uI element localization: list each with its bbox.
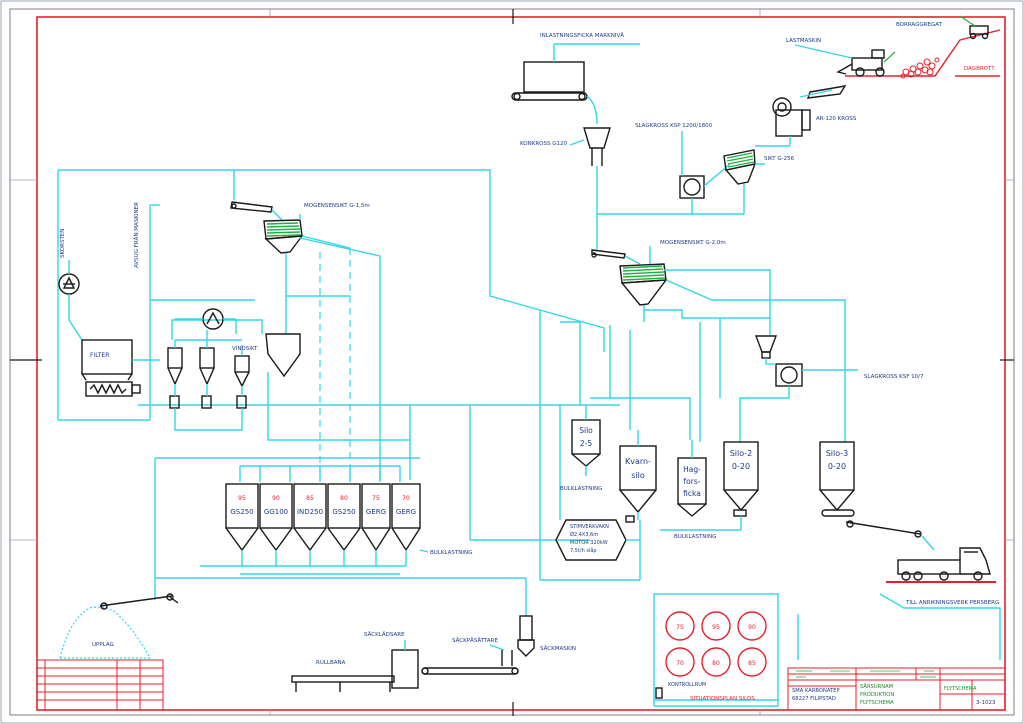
upplag bbox=[59, 593, 179, 659]
label-inlastningsficka: INLASTNINGSFICKA MARKNIVÅ bbox=[540, 32, 624, 39]
label-filter: FILTER bbox=[90, 352, 109, 359]
mill-line-1: STIMVERKVAKN bbox=[570, 524, 609, 530]
plan-silo: 85 bbox=[748, 660, 756, 667]
label-kontrollrum: KONTROLLRUM bbox=[668, 682, 706, 688]
silo-name: GERG bbox=[366, 508, 386, 516]
silo-value: 90 bbox=[272, 495, 280, 502]
label-borraggregat: BORRAGGREGAT bbox=[896, 22, 943, 28]
feeder-right bbox=[591, 249, 626, 259]
silo-name: GS250 bbox=[332, 508, 355, 516]
label-slagkross-ksp: SLAGKROSS KSP 1200/1800 bbox=[635, 123, 713, 129]
title-company: SMA KARBONATEP bbox=[792, 688, 840, 694]
label-bulklastning-2: BULKLASTNING bbox=[560, 486, 602, 492]
label-lastmaskin: LASTMASKIN bbox=[786, 38, 821, 44]
mill-line-4: 7,5t/h slåp bbox=[570, 547, 597, 554]
silo-value: 70 bbox=[402, 495, 410, 502]
situation-plan bbox=[653, 593, 779, 707]
mogensensikt-1 bbox=[263, 219, 304, 254]
kvarnsilo-l2: silo bbox=[631, 471, 645, 480]
kvarnsilo-l1: Kvarn- bbox=[625, 457, 651, 466]
hagfors-l3: ficka bbox=[683, 489, 701, 498]
silo-name: GS250 bbox=[230, 508, 253, 516]
silo3-l1: Silo-3 bbox=[826, 449, 849, 458]
label-sackladsare: SÄCKLÄDSARE bbox=[364, 631, 405, 638]
title-address: 68227 FILIPSTAD bbox=[792, 696, 836, 702]
mill-line-2: Ø2,4X3,6m bbox=[570, 531, 598, 538]
label-sackpasattare: SÄCKPÅSÄTTARE bbox=[452, 637, 498, 644]
silo3-l2: 0-20 bbox=[828, 462, 846, 471]
title-drawing-no: 3-1023 bbox=[976, 700, 996, 706]
silo-value: 75 bbox=[372, 495, 380, 502]
label-sackmaskin: SÄCKMASKIN bbox=[540, 645, 576, 652]
mill-line-3: MOTOR 320kW bbox=[570, 540, 608, 546]
plan-silo: 70 bbox=[676, 660, 684, 667]
label-slagkross-ksf: SLAGKROSS KSF 10/7 bbox=[864, 374, 924, 380]
truck bbox=[886, 547, 996, 583]
silo-name: IND250 bbox=[297, 508, 323, 516]
konkross bbox=[583, 127, 611, 166]
plan-silo: 95 bbox=[712, 624, 720, 631]
label-skorsten: SKORSTEN bbox=[60, 229, 66, 258]
silo-2-5-l1: Silo bbox=[579, 426, 593, 435]
label-mogensensikt-1: MOGENSENSIKT G-1,5m bbox=[304, 203, 370, 209]
silo2-l1: Silo-2 bbox=[730, 449, 753, 458]
title-project-1: SÄRSURNAM bbox=[860, 683, 893, 690]
silo2-l2: 0-20 bbox=[732, 462, 750, 471]
filter bbox=[81, 339, 141, 397]
hagfors-l1: Hag- bbox=[683, 465, 701, 474]
label-konkross: KONKROSS G120 bbox=[520, 141, 567, 147]
title-project-2: PRODUKTION bbox=[860, 692, 894, 698]
label-ar-kross: AR-120 KROSS bbox=[816, 116, 857, 122]
plan-silo: 75 bbox=[676, 624, 684, 631]
revision-table bbox=[36, 659, 164, 711]
label-bulklastning-1: BULKLASTNING bbox=[430, 550, 472, 556]
sheet-border bbox=[9, 8, 1015, 716]
title-project-3: FLYTSCHEMA bbox=[860, 700, 894, 706]
plan-silo: 80 bbox=[712, 660, 720, 667]
hopper-vindsikt bbox=[265, 333, 301, 378]
silo-value: 85 bbox=[306, 495, 314, 502]
hagfors-l2: fors- bbox=[684, 477, 701, 486]
drawing-frame bbox=[36, 16, 1006, 711]
mogensensikt-2 bbox=[619, 263, 668, 306]
silo-value: 95 bbox=[238, 495, 246, 502]
label-sikt: SIKT G-256 bbox=[764, 156, 795, 162]
dagbrott-area bbox=[806, 15, 1001, 99]
label-anrikningsverk: TILL ANRIKNINGSVERK PERSBERG bbox=[905, 600, 999, 606]
label-mogensensikt-2: MOGENSENSIKT G-2,0m bbox=[660, 240, 726, 246]
ar-kross bbox=[772, 97, 811, 137]
label-rullbana: RULLBANA bbox=[316, 660, 346, 666]
plan-silo: 90 bbox=[748, 624, 756, 631]
bagging bbox=[291, 615, 535, 692]
silo-2-0-20: Silo-2 0-20 bbox=[723, 441, 759, 517]
label-avsug: AVSUG FRÅN MASKINER bbox=[133, 202, 140, 268]
title-flytschema: FLYTSCHEMA bbox=[944, 686, 977, 692]
label-situationsplan: SITUATIONSPLAN SILOS bbox=[690, 696, 755, 702]
silo-value: 80 bbox=[340, 495, 348, 502]
label-upplag: UPPLAG bbox=[92, 642, 114, 648]
label-bulklastning-3: BULKLASTNING bbox=[674, 534, 716, 540]
silo3-conveyors bbox=[821, 509, 935, 551]
silo-2-5-l2: 2-5 bbox=[580, 439, 592, 448]
title-block bbox=[787, 667, 1006, 711]
silo-name: GG100 bbox=[264, 508, 288, 516]
label-dagbrott: DAGBROTT bbox=[964, 66, 995, 72]
label-vindsikt: VINDSIKT bbox=[232, 346, 258, 352]
feeder-left bbox=[230, 201, 273, 213]
silo-name: GERG bbox=[396, 508, 416, 516]
